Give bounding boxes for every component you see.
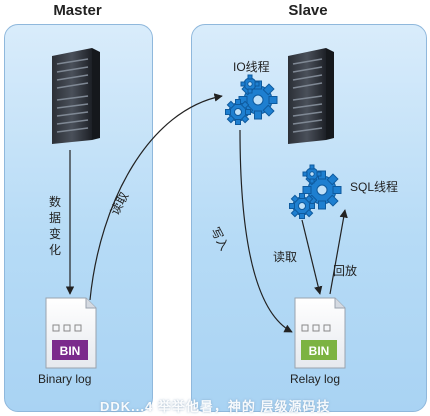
label-relay-log: Relay log (290, 372, 341, 386)
relay-log-badge: BIN (309, 344, 330, 358)
label-edge-read-relay: 读取 (273, 250, 298, 264)
label-edge-replay: 回放 (333, 264, 358, 278)
arrow-sql-thread-to-relay-log (301, 219, 323, 295)
slave-title: Slave (288, 2, 328, 19)
arrow-relay-log-to-sql-thread (329, 209, 348, 295)
sql-thread-gear-icon (289, 164, 342, 219)
watermark: DDK...4 举举他暑，神的 层级源码技 (100, 399, 331, 414)
label-sql-thread: SQL线程 (350, 180, 399, 194)
master-server-icon (52, 48, 100, 144)
slave-server-icon (288, 48, 334, 144)
label-io-thread: IO线程 (233, 60, 270, 74)
label-binary-log: Binary log (38, 372, 92, 386)
label-data-change: 数据变化 (48, 195, 61, 257)
master-title: Master (53, 2, 102, 19)
binary-log-file-icon (45, 297, 97, 369)
arrow-binlog-to-io-thread (89, 93, 223, 301)
io-thread-gear-icon (225, 74, 278, 125)
relay-log-file-icon (294, 297, 346, 369)
binary-log-badge: BIN (60, 344, 81, 358)
arrow-io-thread-to-relay-log (239, 129, 293, 333)
